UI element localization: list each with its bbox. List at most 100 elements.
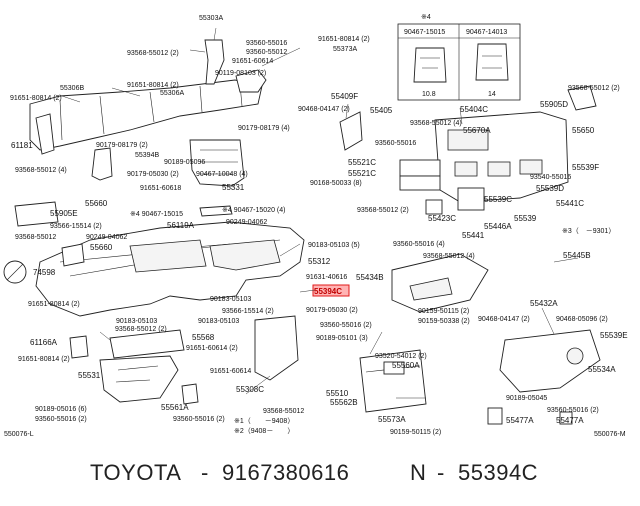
label-55441: 55441 <box>462 231 485 240</box>
label-90467-10048-4: 90467-10048 (4) <box>196 171 248 178</box>
label-55441C: 55441C <box>556 199 584 208</box>
callout-labels: 55303A 93568-55012 (2) 93560-55016 93560… <box>4 15 628 438</box>
label-93560-55012: 93560-55012 <box>246 49 287 56</box>
label-93560-55016-2d: 93560-55016 (2) <box>547 407 599 414</box>
label-90183-05103c: 90183-05103 <box>116 318 157 325</box>
inset-part-a: 90467-15015 <box>404 29 445 36</box>
label-55394B: 55394B <box>135 152 159 159</box>
label-90189-05101-3: 90189-05101 (3) <box>316 335 368 342</box>
label-93568-55012-4c: 93568-55012 (4) <box>423 253 475 260</box>
label-91631-40616: 91631-40616 <box>306 274 347 281</box>
label-55521C-b: 55521C <box>348 169 376 178</box>
label-55303A: 55303A <box>199 15 223 22</box>
reference-code: 55394C <box>458 460 539 485</box>
label-90183-05103-5: 90183-05103 (5) <box>308 242 360 249</box>
label-90179-05030-2b: 90179-05030 (2) <box>306 307 358 314</box>
label-55568: 55568 <box>192 333 215 342</box>
version-note-2: ※2（9408－ ） <box>234 427 294 435</box>
inset-note-3: ※3（ －9301） <box>562 227 615 235</box>
label-90179-05030-2: 90179-05030 (2) <box>127 171 179 178</box>
label-56119A: 56119A <box>167 221 195 230</box>
label-55306B: 55306B <box>60 85 84 92</box>
caption-prefix: N <box>410 460 427 485</box>
label-55539D: 55539D <box>536 184 564 193</box>
label-55331: 55331 <box>222 183 245 192</box>
label-93566-15514-2: 93566-15514 (2) <box>50 223 102 230</box>
label-61166A: 61166A <box>30 338 58 347</box>
label-90119-08103-2: 90119-08103 (2) <box>215 70 266 77</box>
inset-box-4: ※4 90467-15015 90467-14013 10.8 14 <box>397 14 521 101</box>
instrument-panel-assembly <box>3 201 305 317</box>
label-55477A-a: 55477A <box>506 416 534 425</box>
label-93568-55012-2c: 93568-55012 (2) <box>357 207 409 214</box>
label-91651-80814-2c: 91651-80814 (2) <box>10 95 62 102</box>
caption-separator-1: - <box>201 460 209 485</box>
label-90183-05103b: 90183-05103 <box>210 296 251 303</box>
label-93560-55016-4: 93560-55016 (4) <box>393 241 445 248</box>
label-55510: 55510 <box>326 389 349 398</box>
label-93568-55012-2: 93568-55012 (2) <box>127 50 179 57</box>
label-90159-50338-2: 90159-50338 (2) <box>418 318 470 325</box>
label-55394C-highlighted: 55394C <box>314 287 342 296</box>
label-93568-55012-2d: 93568-55012 (2) <box>568 85 620 92</box>
label-90189-05096: 90189-05096 <box>164 159 205 166</box>
glove-box-assembly <box>359 253 601 425</box>
label-91651-80814-2e: 91651-80814 (2) <box>18 356 70 363</box>
label-93560-55016: 93560-55016 <box>246 40 287 47</box>
label-93540-55016: 93540-55016 <box>530 174 571 181</box>
label-55534A: 55534A <box>588 365 616 374</box>
label-55562B: 55562B <box>330 398 358 407</box>
label-93560-55016-2: 93560-55016 (2) <box>320 322 372 329</box>
label-90468-04147-2: 90468-04147 (2) <box>298 106 350 113</box>
inset-part-b: 90467-14013 <box>466 29 507 36</box>
label-90179-08179-4: 90179-08179 (4) <box>238 125 290 132</box>
label-91651-60614: 91651-60614 <box>232 58 273 65</box>
label-90468-04147-2b: 90468-04147 (2) <box>478 316 530 323</box>
label-93560-55016-2b: 93560-55016 (2) <box>35 416 87 423</box>
corner-code-left: 550076-L <box>4 431 34 438</box>
label-93560-55016b: 93560-55016 <box>375 140 416 147</box>
label-93520-54012-2: 93520-54012 (2) <box>375 353 427 360</box>
label-55650: 55650 <box>572 126 595 135</box>
label-55446A: 55446A <box>484 222 512 231</box>
label-93568-55012-2b: 93568-55012 (2) <box>115 326 167 333</box>
part-caption-bar: TOYOTA - 9167380616 N - 55394C <box>0 446 640 506</box>
lower-panel-parts <box>69 315 299 405</box>
label-55306A: 55306A <box>160 90 184 97</box>
exploded-parts-diagram: ※4 90467-15015 90467-14013 10.8 14 <box>3 14 628 438</box>
corner-code-right: 550076-M <box>594 431 626 438</box>
label-55539C: 55539C <box>484 195 512 204</box>
label-61181: 61181 <box>11 141 33 150</box>
label-55477A-b: 55477A <box>556 416 584 425</box>
caption-separator-2: - <box>437 460 445 485</box>
label-90189-05016-6: 90189-05016 (6) <box>35 406 87 413</box>
label-55539: 55539 <box>514 214 537 223</box>
label-93560-55016-2c: 93560-55016 (2) <box>173 416 225 423</box>
label-55308C: 55308C <box>236 385 264 394</box>
reinforcement-assembly <box>29 39 267 187</box>
label-55445B: 55445B <box>563 251 591 260</box>
label-55660-a: 55660 <box>85 199 108 208</box>
label-55905D: 55905D <box>540 100 568 109</box>
label-55905E: 55905E <box>50 209 78 218</box>
version-note-1: ※1（ －9408） <box>234 417 294 425</box>
label-55539F: 55539F <box>572 163 599 172</box>
label-91651-80814-2: 91651-80814 (2) <box>318 36 370 43</box>
label-55432A: 55432A <box>530 299 558 308</box>
label-90168-50033-8: 90168-50033 (8) <box>310 180 362 187</box>
label-93568-55012b: 93568-55012 <box>263 408 304 415</box>
label-55670A: 55670A <box>463 126 491 135</box>
label-90159-50115-2: 90159-50115 (2) <box>418 308 469 315</box>
label-91651-60614-2: 91651-60614 (2) <box>186 345 238 352</box>
label-93568-55012-4b: 93568-55012 (4) <box>410 120 462 127</box>
label-55660-b: 55660 <box>90 243 113 252</box>
label-93568-55012-4: 93568-55012 (4) <box>15 167 67 174</box>
label-90249-04062b: 90249-04062 <box>86 234 127 241</box>
label-x4-90467-15020: ※4 90467-15020 (4) <box>222 207 285 214</box>
label-55573A: 55573A <box>378 415 406 424</box>
label-90468-05096-2: 90468-05096 (2) <box>556 316 608 323</box>
label-90189-05045: 90189-05045 <box>506 395 547 402</box>
label-55373A: 55373A <box>333 46 357 53</box>
label-x4-90467-15015: ※4 90467-15015 <box>130 211 183 218</box>
